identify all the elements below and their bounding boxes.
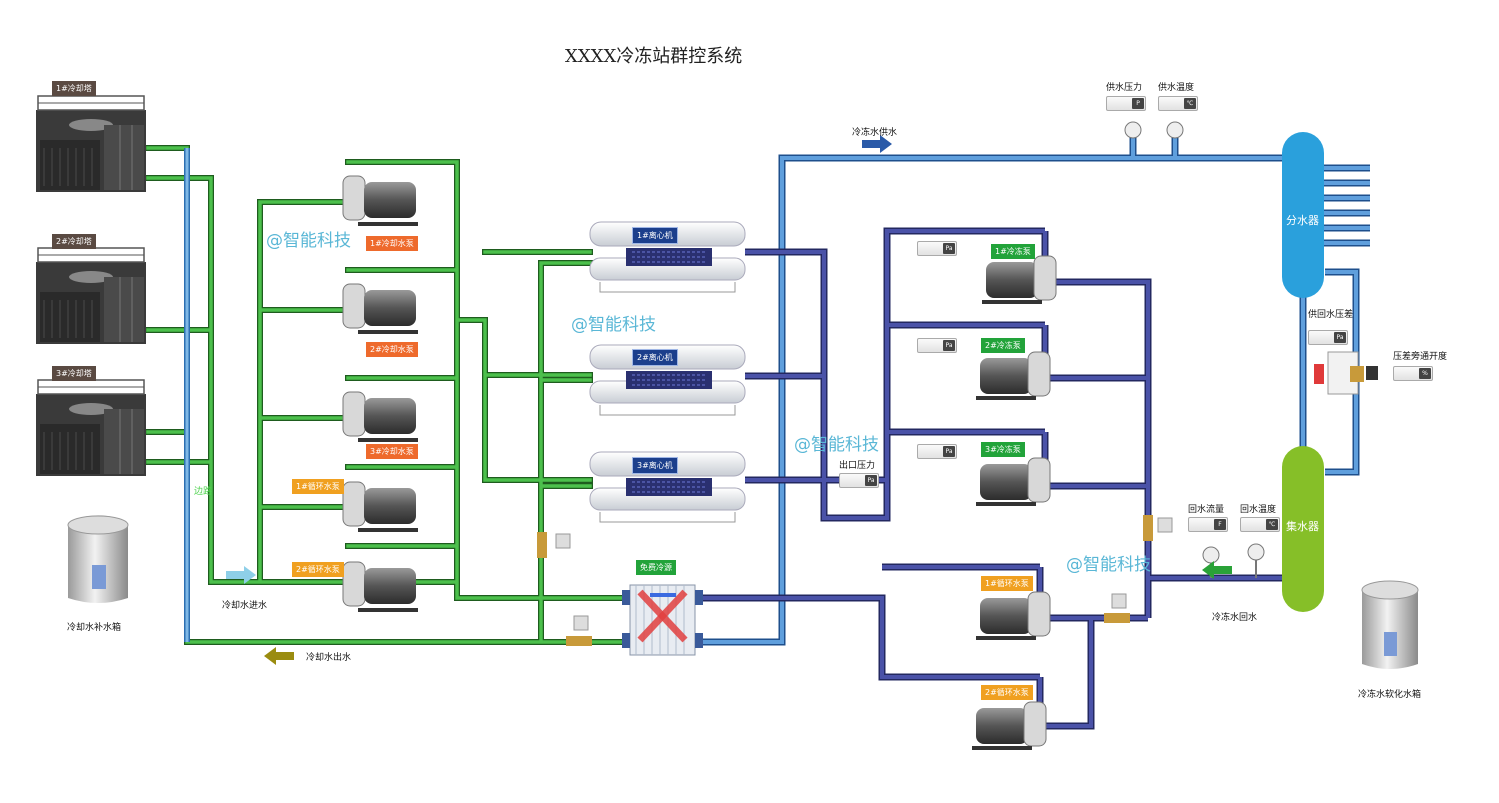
cooling-tower-3 (36, 379, 146, 476)
circ-pump-right-2-tag: 2#循环水泵 (981, 685, 1033, 700)
pump-chilled-3[interactable] (976, 457, 1051, 506)
watermark: @智能科技 (1066, 555, 1151, 575)
pump-cooling-3[interactable] (342, 391, 418, 442)
unit-badge: ℃ (1184, 98, 1196, 109)
watermark: @智能科技 (571, 315, 656, 335)
pump-cooling-2[interactable] (342, 283, 418, 334)
circ-pump-left-2-tag: 2#循环水泵 (292, 562, 344, 577)
cooling-water-pipes (145, 145, 633, 645)
pump-circulation-left-1[interactable] (342, 481, 418, 532)
chiller-1-tag: 1#离心机 (632, 227, 678, 244)
cooling-pump-3-tag: 3#冷却水泵 (366, 444, 418, 459)
chilled-pump-1-tag: 1#冷冻泵 (991, 244, 1035, 259)
pump-2-pressure-readout: Pa (917, 338, 957, 353)
cooling-tower-1 (36, 95, 146, 192)
pump-3-pressure-readout: Pa (917, 444, 957, 459)
bypass-opening-readout: % (1393, 366, 1433, 381)
chiller-2-tag: 2#离心机 (632, 349, 678, 366)
diff-pressure-readout: Pa (1308, 330, 1348, 345)
bypass-valve[interactable] (1314, 351, 1378, 395)
chiller-3-tag: 3#离心机 (632, 457, 678, 474)
pump-circulation-left-2[interactable] (342, 561, 418, 612)
return-temp-label: 回水温度 (1240, 505, 1277, 515)
bypass-opening-label: 压差旁通开度 (1393, 352, 1448, 362)
chilled-supply-label: 冷冻水供水 (852, 128, 898, 138)
pump-cooling-1[interactable] (342, 175, 418, 226)
circ-pump-right-1-tag: 1#循环水泵 (981, 576, 1033, 591)
chilled-pump-3-tag: 3#冷冻泵 (981, 442, 1025, 457)
chilled-return-label: 冷冻水回水 (1212, 613, 1258, 623)
cooling-pump-1-tag: 1#冷却水泵 (366, 236, 418, 251)
outlet-pressure-label: 出口压力 (839, 461, 876, 471)
unit-badge: Pa (943, 446, 955, 457)
cooling-pump-2-tag: 2#冷却水泵 (366, 342, 418, 357)
soft-tank-label: 冷冻水软化水箱 (1358, 690, 1422, 700)
unit-badge: Pa (865, 475, 877, 486)
gauge-return-temp (1247, 543, 1265, 578)
arrow-cooling-in (226, 566, 256, 584)
page-title: XXXX冷冻站群控系统 (565, 46, 743, 67)
collector[interactable] (1282, 446, 1324, 612)
unit-badge: Pa (943, 243, 955, 254)
makeup-water-tank (67, 515, 129, 603)
arrow-chilled-supply (862, 135, 892, 153)
unit-badge: % (1419, 368, 1431, 379)
arrow-chilled-return (1202, 561, 1232, 579)
outlet-pressure-readout: Pa (839, 473, 879, 488)
softened-water-tank (1361, 580, 1419, 669)
collector-label: 集水器 (1286, 520, 1319, 533)
free-cooling-exchanger[interactable] (622, 584, 703, 656)
unit-badge: Pa (1334, 332, 1346, 343)
chilled-pump-2-tag: 2#冷冻泵 (981, 338, 1025, 353)
pump-chilled-1[interactable] (982, 255, 1057, 304)
makeup-tank-label: 冷却水补水箱 (67, 623, 122, 633)
gauge-supply-pressure (1124, 121, 1142, 139)
pump-circulation-right-2[interactable] (972, 701, 1047, 750)
cooling-tower-3-tag: 3#冷却塔 (52, 366, 96, 381)
return-temp-readout: ℃ (1240, 517, 1280, 532)
return-flow-readout: F (1188, 517, 1228, 532)
valve-return-2[interactable] (1104, 593, 1130, 623)
cooling-in-label: 冷却水进水 (222, 601, 268, 611)
diff-pressure-label: 供回水压差 (1308, 310, 1354, 320)
valve-cooling-branch[interactable] (537, 532, 571, 558)
supply-temp-label: 供水温度 (1158, 83, 1195, 93)
pump-1-pressure-readout: Pa (917, 241, 957, 256)
pump-circulation-right-1[interactable] (976, 591, 1051, 640)
unit-badge: Pa (943, 340, 955, 351)
return-flow-label: 回水流量 (1188, 505, 1225, 515)
supply-pressure-readout: P (1106, 96, 1146, 111)
valve-free-cooling[interactable] (566, 615, 592, 646)
gauge-supply-temp (1166, 121, 1184, 139)
cooling-tower-2 (36, 247, 146, 344)
watermark: @智能科技 (794, 435, 879, 455)
cooling-tower-1-tag: 1#冷却塔 (52, 81, 96, 96)
cooling-tower-2-tag: 2#冷却塔 (52, 234, 96, 249)
pump-chilled-2[interactable] (976, 351, 1051, 400)
watermark: @智能科技 (266, 231, 351, 251)
chiller-2[interactable] (589, 344, 746, 416)
circ-pump-left-1-tag: 1#循环水泵 (292, 479, 344, 494)
supply-pressure-label: 供水压力 (1106, 83, 1143, 93)
cooling-out-label: 冷却水出水 (306, 653, 352, 663)
bypass-label: 边路 (194, 487, 213, 497)
free-cooling-tag: 免费冷源 (636, 560, 676, 575)
unit-badge: F (1214, 519, 1226, 530)
distributor[interactable] (1282, 132, 1324, 298)
supply-temp-readout: ℃ (1158, 96, 1198, 111)
unit-badge: ℃ (1266, 519, 1278, 530)
arrow-cooling-out (264, 647, 294, 665)
valve-return-1[interactable] (1143, 515, 1173, 541)
distributor-label: 分水器 (1286, 214, 1319, 227)
unit-badge: P (1132, 98, 1144, 109)
